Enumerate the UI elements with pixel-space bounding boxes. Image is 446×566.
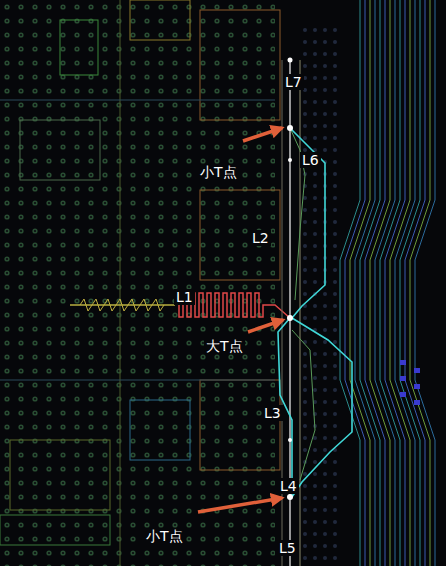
- callout-text: 小T点: [144, 528, 185, 544]
- bus-trace: [410, 0, 430, 566]
- t-point-vias: [287, 58, 293, 501]
- pad: [414, 400, 420, 405]
- trace: [80, 299, 92, 311]
- pad: [400, 376, 406, 381]
- callout-arrow: [198, 128, 283, 512]
- segment-label: L6: [300, 152, 321, 168]
- signal-bus: [340, 0, 435, 566]
- trace: [92, 299, 104, 311]
- pad: [414, 368, 420, 373]
- pad: [400, 392, 406, 397]
- trace: [128, 299, 140, 311]
- trace: [152, 299, 164, 311]
- segment-label: L3: [262, 405, 283, 421]
- callout-text: 小T点: [198, 164, 239, 180]
- trace: [140, 299, 152, 311]
- component-outlines: [0, 0, 280, 566]
- via-field: [300, 20, 340, 566]
- segment-label: L1: [174, 289, 195, 305]
- pad: [400, 360, 406, 365]
- via-field: [0, 0, 275, 566]
- segment-label: L7: [283, 74, 304, 90]
- t-topology-traces: [278, 60, 352, 566]
- trace: [116, 299, 128, 311]
- segment-label: L2: [250, 230, 271, 246]
- pad: [414, 384, 420, 389]
- callout-text: 大T点: [204, 338, 245, 354]
- segment-label: L5: [277, 540, 298, 556]
- segment-label: L4: [278, 478, 299, 494]
- bus-trace: [415, 0, 435, 566]
- trace: [104, 299, 116, 311]
